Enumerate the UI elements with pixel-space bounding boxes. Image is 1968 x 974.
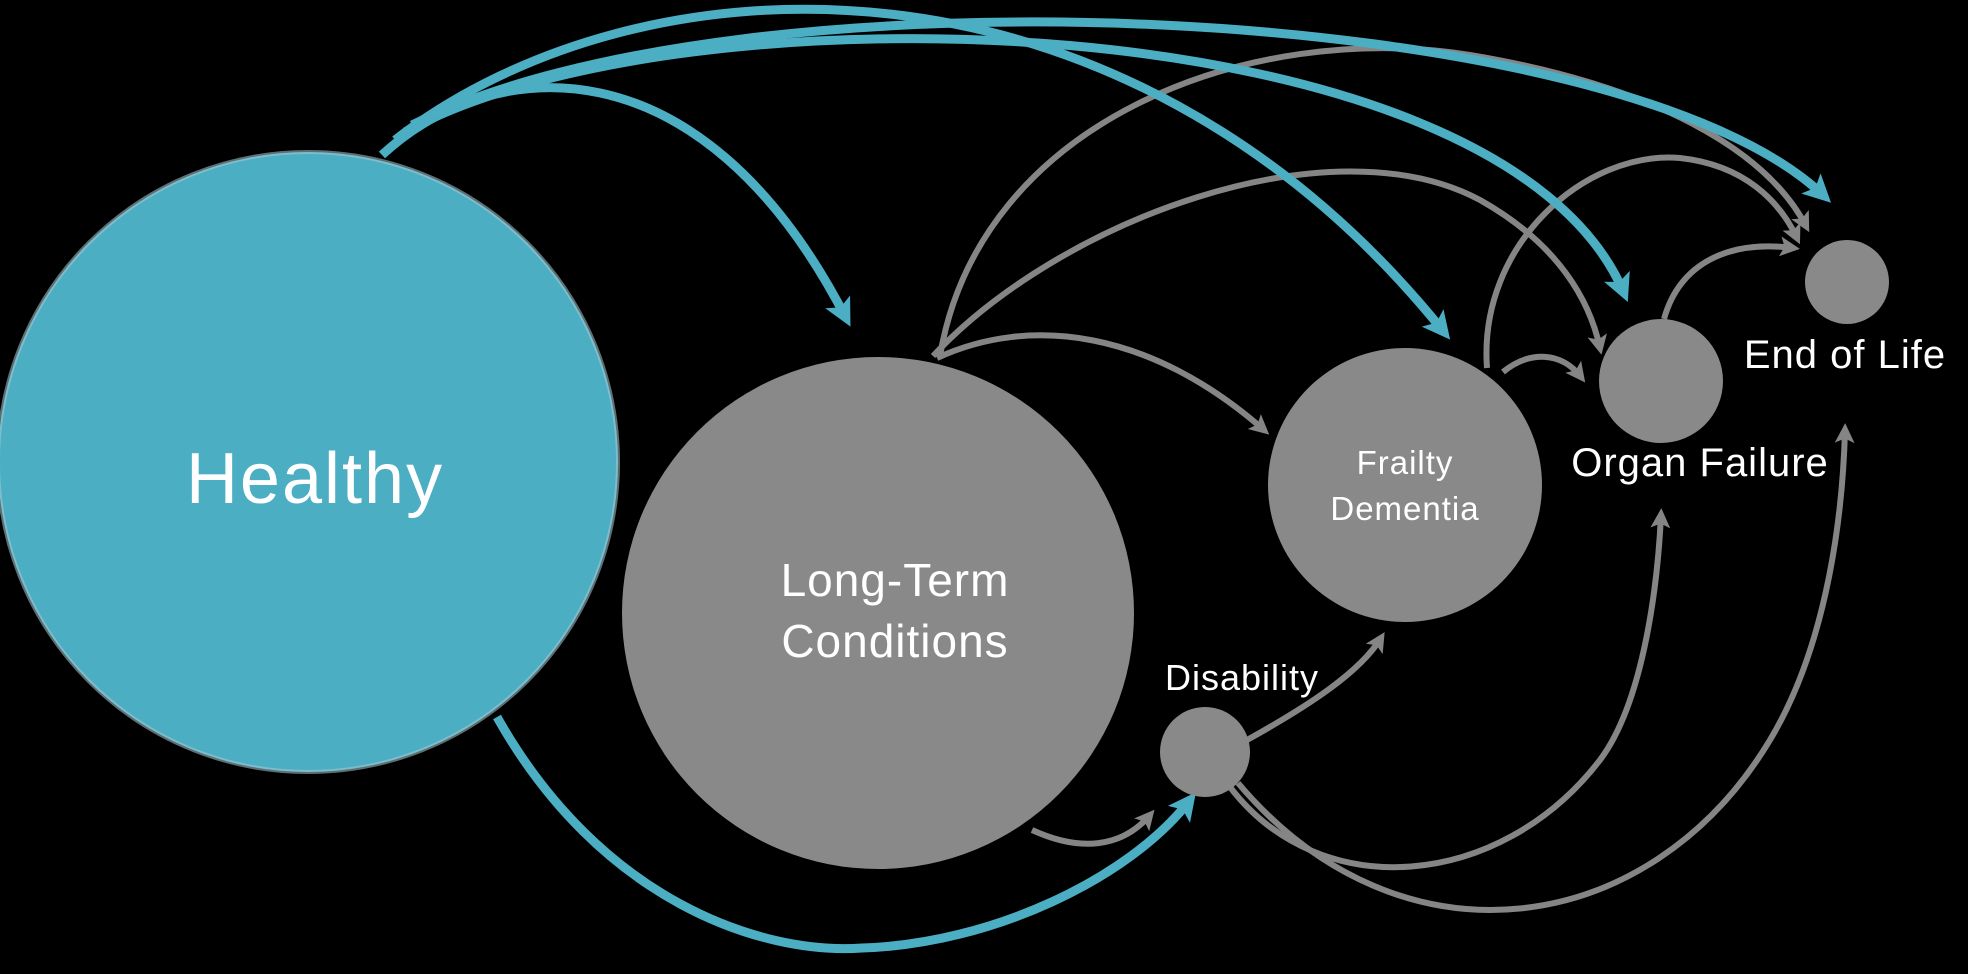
edge-frailty-to-end-of-life bbox=[1483, 154, 1801, 369]
edge-frailty-to-organ-failure bbox=[1501, 353, 1586, 383]
edge-ltc-to-frailty bbox=[935, 332, 1270, 435]
edge-healthy-to-end-of-life bbox=[409, 17, 1832, 203]
edge-organ-failure-to-end-of-life bbox=[1661, 236, 1800, 320]
disability-circle bbox=[1160, 707, 1250, 797]
edge-disability-to-frailty bbox=[1245, 632, 1385, 743]
disability-label: Disability bbox=[1165, 657, 1319, 698]
healthy-circle bbox=[0, 150, 620, 774]
edge-ltc-to-organ-failure bbox=[930, 168, 1607, 359]
end-of-life-label: End of Life bbox=[1744, 333, 1946, 377]
long-term-conditions-label-line2: Conditions bbox=[781, 615, 1008, 667]
end-of-life-circle bbox=[1805, 240, 1889, 324]
edge-healthy-to-disability bbox=[493, 714, 1196, 954]
frailty-label-line2: Dementia bbox=[1330, 490, 1479, 527]
organ-failure-circle bbox=[1599, 319, 1723, 443]
edge-disability-to-end-of-life bbox=[1235, 423, 1855, 913]
long-term-conditions-label-line1: Long-Term bbox=[781, 554, 1010, 606]
edge-ltc-to-end-of-life bbox=[937, 45, 1810, 357]
edge-healthy-to-frailty bbox=[392, 4, 1451, 340]
long-term-conditions-circle bbox=[622, 357, 1134, 869]
frailty-dementia-circle bbox=[1268, 348, 1542, 622]
organ-failure-label: Organ Failure bbox=[1571, 441, 1829, 485]
edge-ltc-to-disability bbox=[1030, 809, 1155, 847]
frailty-label-line1: Frailty bbox=[1357, 444, 1454, 481]
edge-healthy-to-organ-failure bbox=[402, 34, 1630, 302]
healthy-label: Healthy bbox=[186, 439, 444, 519]
